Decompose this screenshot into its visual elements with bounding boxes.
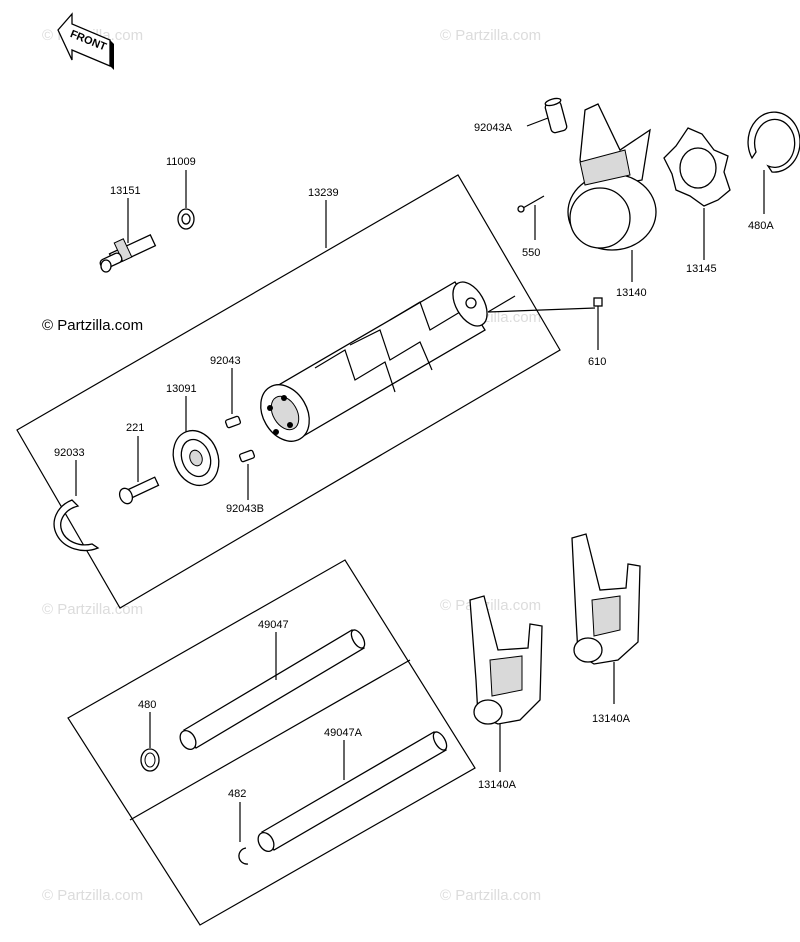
leader-line	[487, 295, 516, 313]
washer-part	[177, 208, 195, 230]
cam-plate-part	[172, 429, 220, 487]
pin-550-part	[517, 195, 545, 213]
part-label-11009: 11009	[166, 156, 196, 168]
part-label-610: 610	[588, 356, 606, 368]
part-label-550: 550	[522, 247, 540, 259]
pin-92043b-part	[238, 449, 256, 463]
part-label-13239: 13239	[308, 187, 339, 199]
watermark: © Partzilla.com	[42, 317, 143, 334]
part-label-13140: 13140	[616, 287, 647, 299]
leader-line	[487, 307, 596, 313]
watermark: © Partzilla.com	[440, 887, 541, 904]
screw-part	[118, 476, 160, 505]
part-label-13151: 13151	[110, 185, 141, 197]
pin-92043a-part	[544, 97, 568, 134]
clip-482-part	[238, 847, 249, 865]
pin-part	[593, 297, 603, 307]
part-label-480: 480	[138, 699, 156, 711]
part-label-49047: 49047	[258, 619, 289, 631]
circlip-480a-part	[747, 111, 800, 173]
front-arrow-icon: FRONT	[57, 12, 114, 70]
part-label-92043A: 92043A	[474, 122, 513, 134]
part-label-482: 482	[228, 788, 246, 800]
part-label-13145: 13145	[686, 263, 717, 275]
part-label-92043B: 92043B	[226, 503, 264, 515]
part-label-221: 221	[126, 422, 144, 434]
watermark: © Partzilla.com	[440, 597, 541, 614]
part-label-480A: 480A	[748, 220, 774, 232]
shift-fork-13140a-lower-part	[469, 595, 543, 725]
shift-fork-13140a-upper-part	[571, 533, 641, 665]
divider-line	[129, 659, 411, 821]
part-label-13140A-lower: 13140A	[478, 779, 517, 791]
circlip-480-part	[140, 748, 160, 772]
assembly-box-lower	[67, 559, 476, 926]
neutral-switch-part	[99, 233, 157, 273]
circlip-92033-part	[53, 499, 100, 552]
star-plate-part	[663, 127, 731, 207]
shift-drum-part	[260, 281, 488, 442]
part-label-13091: 13091	[166, 383, 197, 395]
part-label-13140A-upper: 13140A	[592, 713, 631, 725]
part-label-92033: 92033	[54, 447, 85, 459]
pin-92043-part	[224, 415, 242, 429]
shift-rod-49047a-part	[257, 731, 448, 852]
shift-fork-13140-part	[567, 103, 657, 251]
leader-line	[526, 117, 549, 127]
part-label-92043: 92043	[210, 355, 241, 367]
shift-rod-49047-part	[179, 629, 366, 750]
watermark: © Partzilla.com	[440, 27, 541, 44]
part-label-49047A: 49047A	[324, 727, 363, 739]
watermark: © Partzilla.com	[42, 887, 143, 904]
